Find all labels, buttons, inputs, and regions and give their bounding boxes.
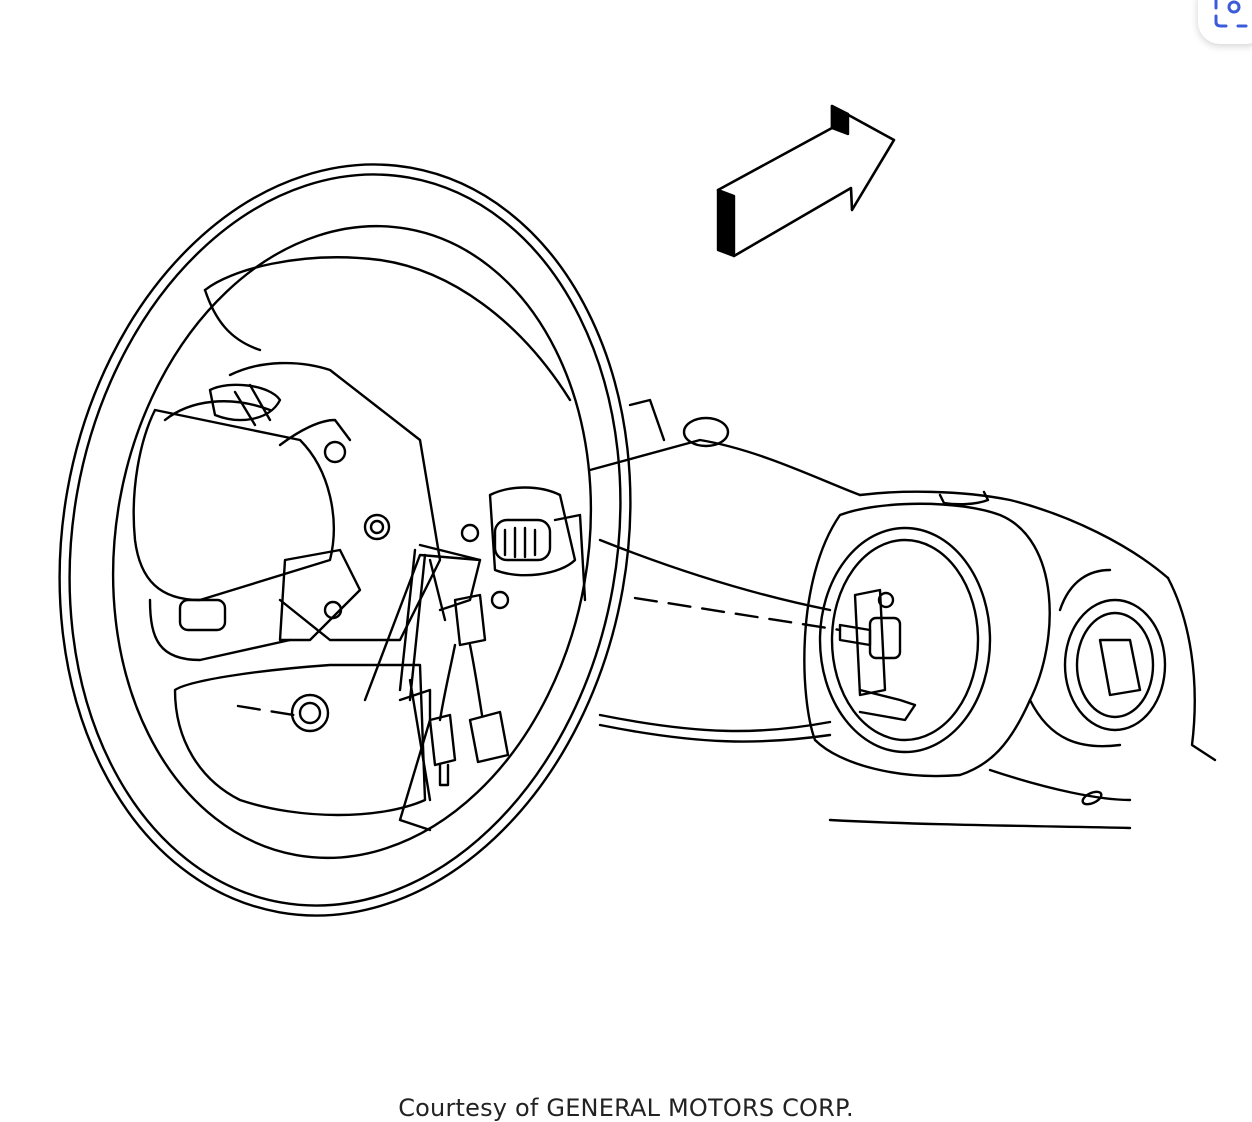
steering-column (588, 398, 1217, 830)
direction-arrow-icon (716, 104, 896, 258)
steering-wheel (58, 163, 632, 917)
image-search-button[interactable] (1198, 0, 1252, 44)
alignment-lines (236, 596, 842, 718)
image-search-icon (1214, 0, 1248, 28)
figure-caption: Courtesy of GENERAL MOTORS CORP. (398, 1094, 854, 1122)
column-hub (803, 502, 1167, 778)
